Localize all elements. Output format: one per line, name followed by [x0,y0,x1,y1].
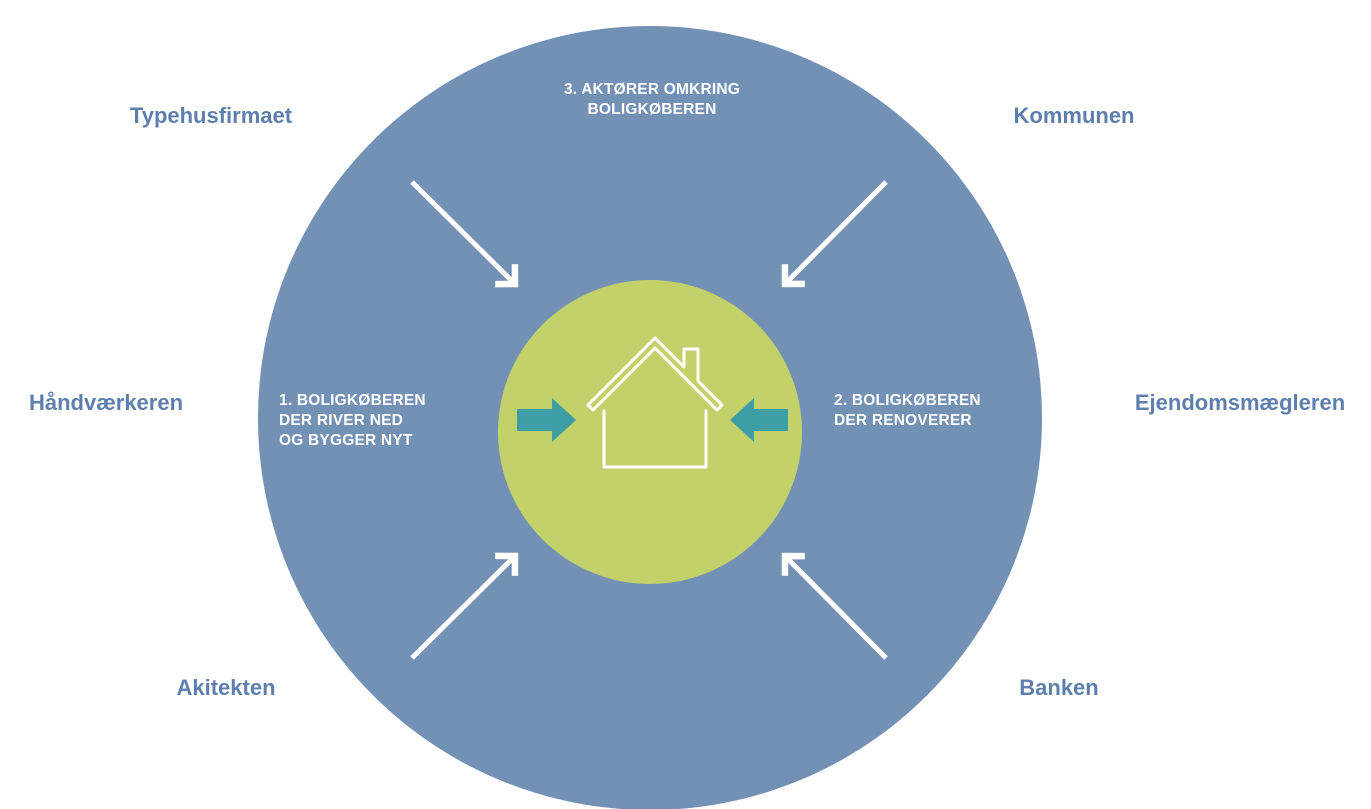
left-segment-line3: OG BYGGER NYT [279,432,413,449]
teal-arrow-right [730,398,788,442]
center-title-line1: 3. AKTØRER OMKRING [563,81,741,98]
right-segment-line1: 2. BOLIGKØBEREN [834,392,981,409]
left-segment-label: 1. BOLIGKØBEREN DER RIVER NED OG BYGGER … [279,391,426,451]
actor-haandvaerkeren: Håndværkeren [28,390,184,415]
arrow-top-right [781,180,888,288]
center-title-line2: BOLIGKØBEREN [587,101,717,118]
actor-kommunen: Kommunen [1013,103,1135,128]
diagonal-arrows [410,180,888,660]
actor-ejendomsmaegleren: Ejendomsmægleren [1134,390,1346,415]
right-segment-label: 2. BOLIGKØBEREN DER RENOVERER [834,391,981,431]
left-segment-line2: DER RIVER NED [279,412,404,429]
arrow-bottom-right [781,552,888,660]
actor-typehusfirmaet: Typehusfirmaet [129,103,293,128]
house-icon [586,336,724,469]
center-title: 3. AKTØRER OMKRING BOLIGKØBEREN [564,80,740,120]
left-segment-line1: 1. BOLIGKØBEREN [279,392,426,409]
inner-circle [498,280,802,584]
teal-arrow-left [517,398,576,442]
arrow-bottom-left [410,552,519,660]
actor-banken: Banken [1019,675,1099,700]
actor-akitekten: Akitekten [176,675,276,700]
arrow-top-left [410,180,519,288]
right-segment-line2: DER RENOVERER [834,412,972,429]
